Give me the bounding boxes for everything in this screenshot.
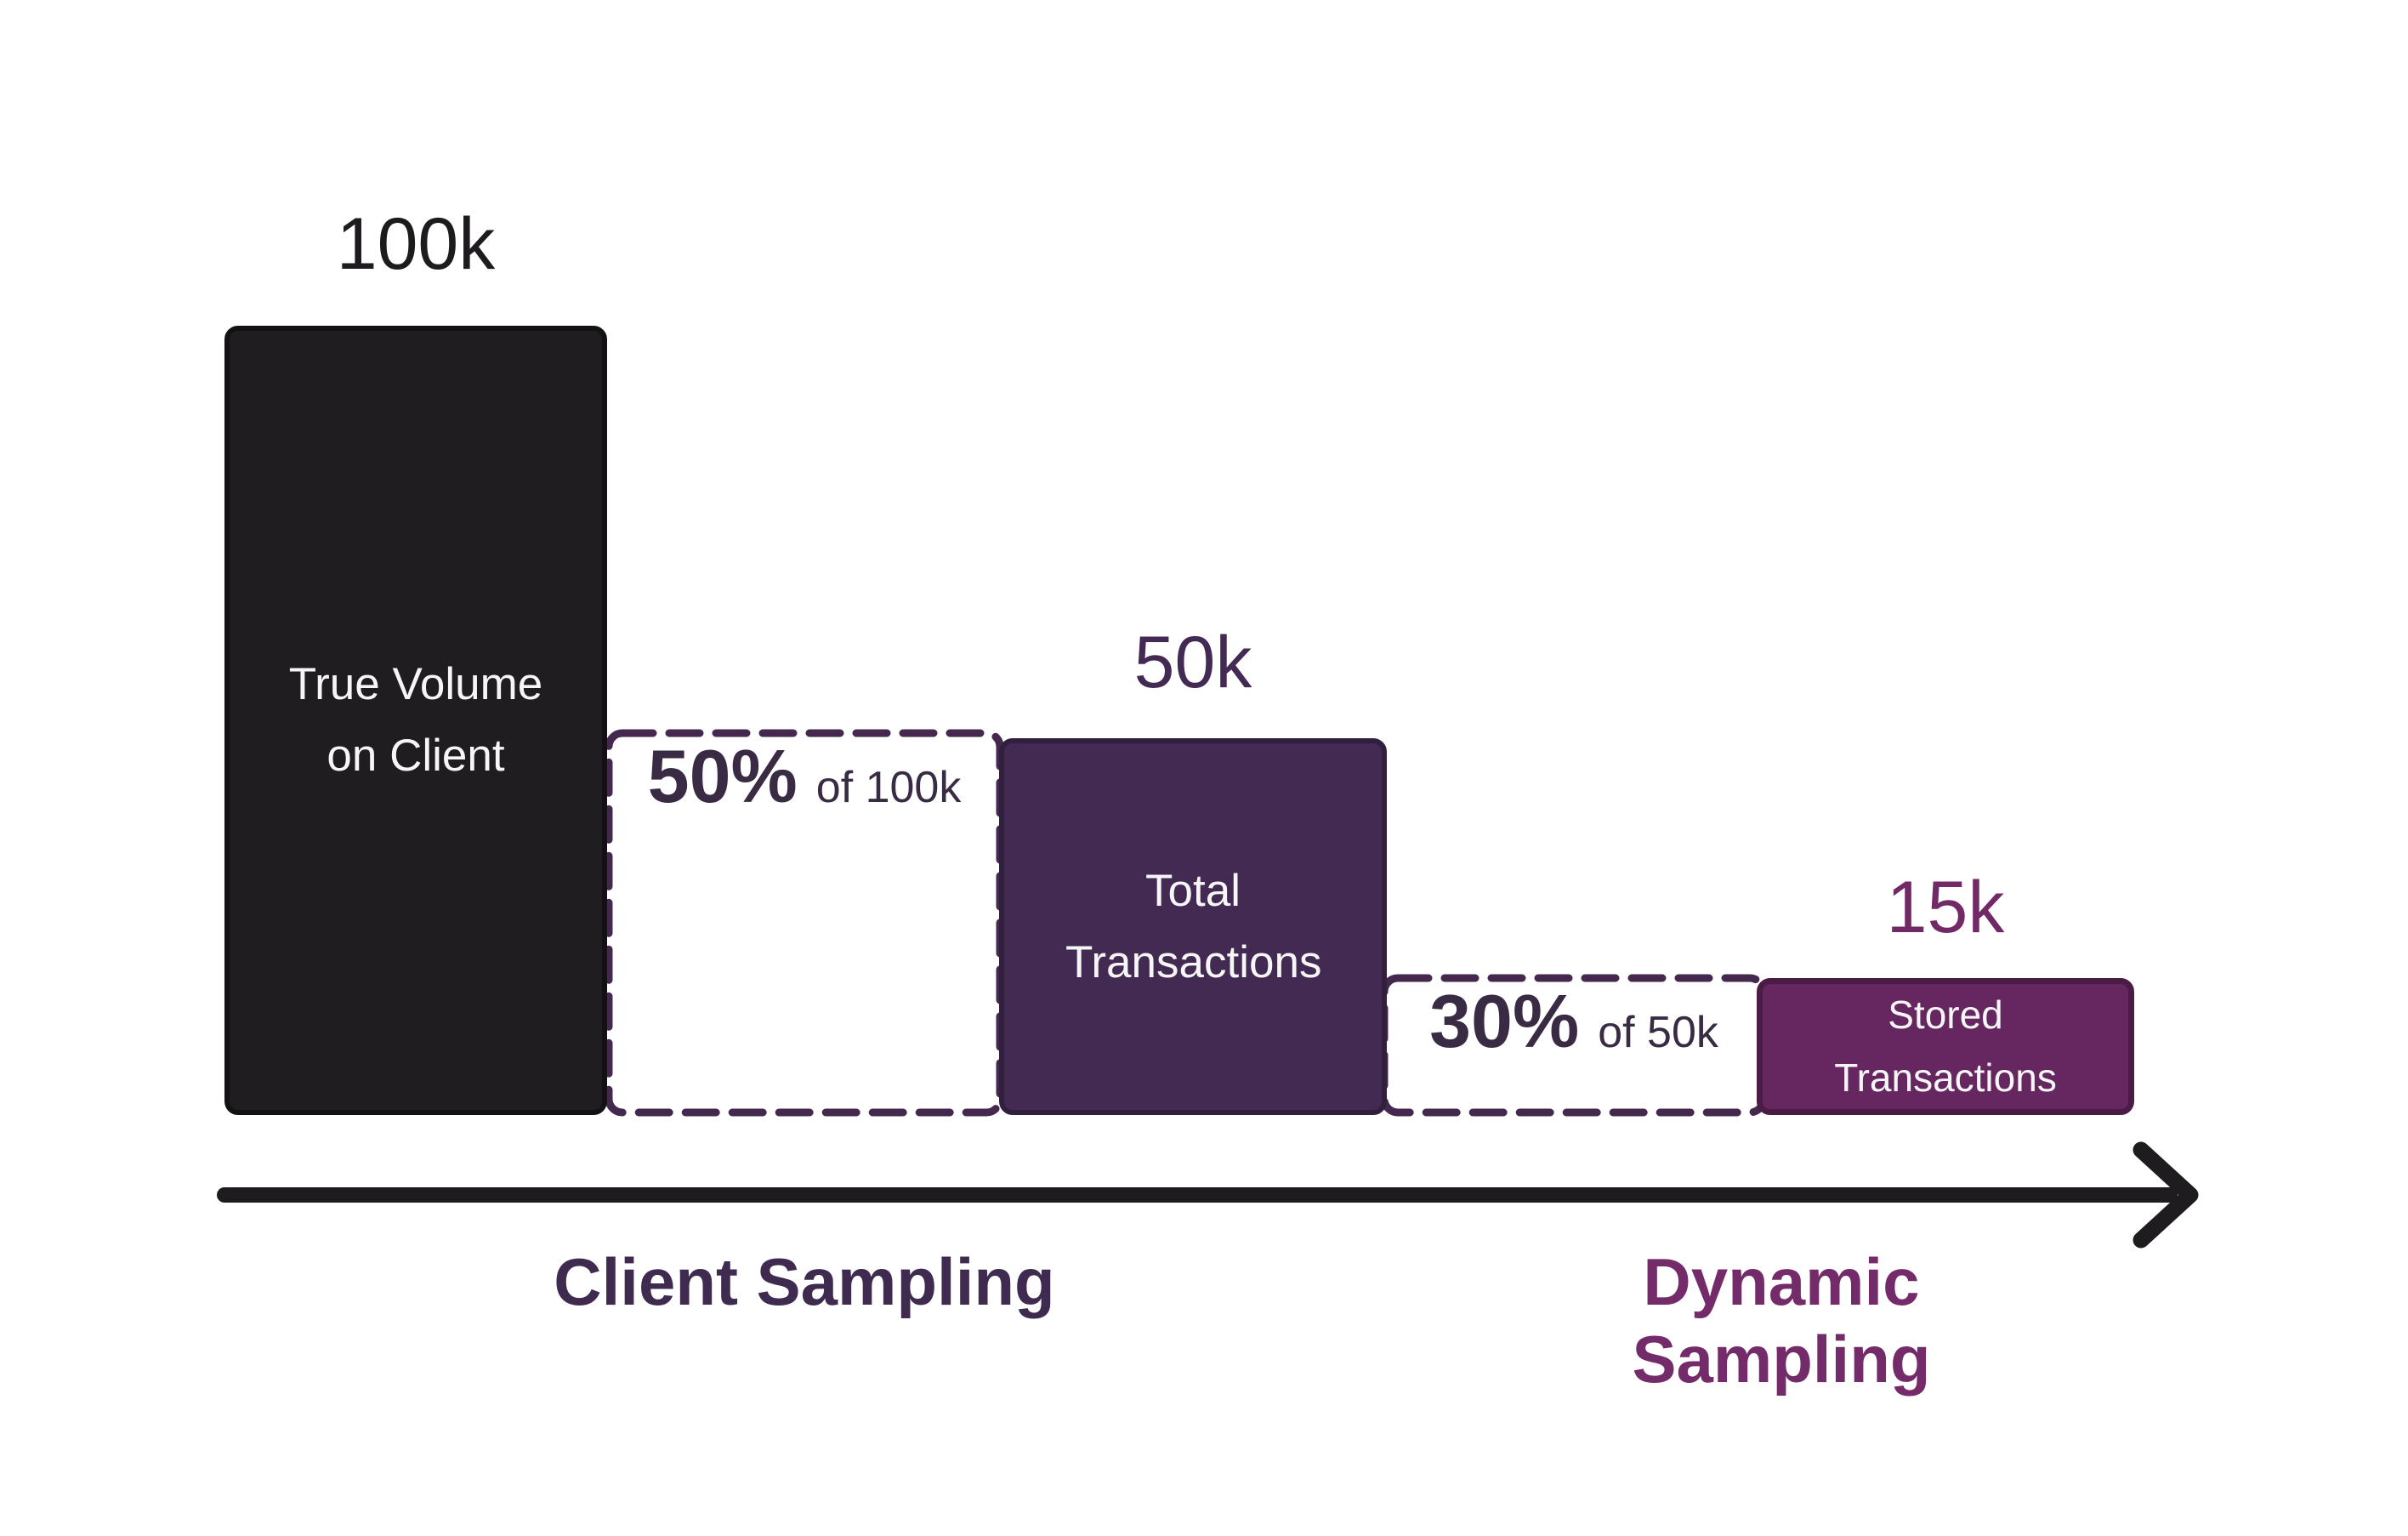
client-sampling-rate-of: of 100k bbox=[815, 763, 962, 812]
bar-true-volume-on-client: True Volume on Client bbox=[224, 326, 607, 1115]
right-arrow-icon bbox=[217, 1141, 2199, 1249]
dynamic-sampling-rate-pct: 30% bbox=[1429, 979, 1580, 1063]
dynamic-sampling-phase-label: Dynamic Sampling bbox=[1632, 1244, 1931, 1397]
bar-stored-transactions: Stored Transactions bbox=[1757, 978, 2134, 1115]
dynamic-sampling-rate-of: of 50k bbox=[1598, 1008, 1718, 1057]
dynamic-sampling-rate-box: 30% of 50k bbox=[1384, 978, 1763, 1112]
stored-transactions-value-label: 15k bbox=[1886, 867, 2005, 948]
bar-stored-transactions-label: Stored Transactions bbox=[1834, 992, 2057, 1100]
client-sampling-phase-label: Client Sampling bbox=[554, 1244, 1055, 1319]
bar-total-transactions: Total Transactions bbox=[999, 738, 1387, 1115]
client-sampling-rate-box: 50% of 100k bbox=[609, 733, 1000, 1112]
bar-true-volume-label: True Volume on Client bbox=[288, 659, 543, 781]
client-sampling-rate-pct: 50% bbox=[647, 734, 798, 818]
true-volume-value-label: 100k bbox=[336, 203, 496, 285]
total-transactions-value-label: 50k bbox=[1133, 622, 1252, 703]
bar-total-transactions-label: Total Transactions bbox=[1065, 865, 1322, 987]
